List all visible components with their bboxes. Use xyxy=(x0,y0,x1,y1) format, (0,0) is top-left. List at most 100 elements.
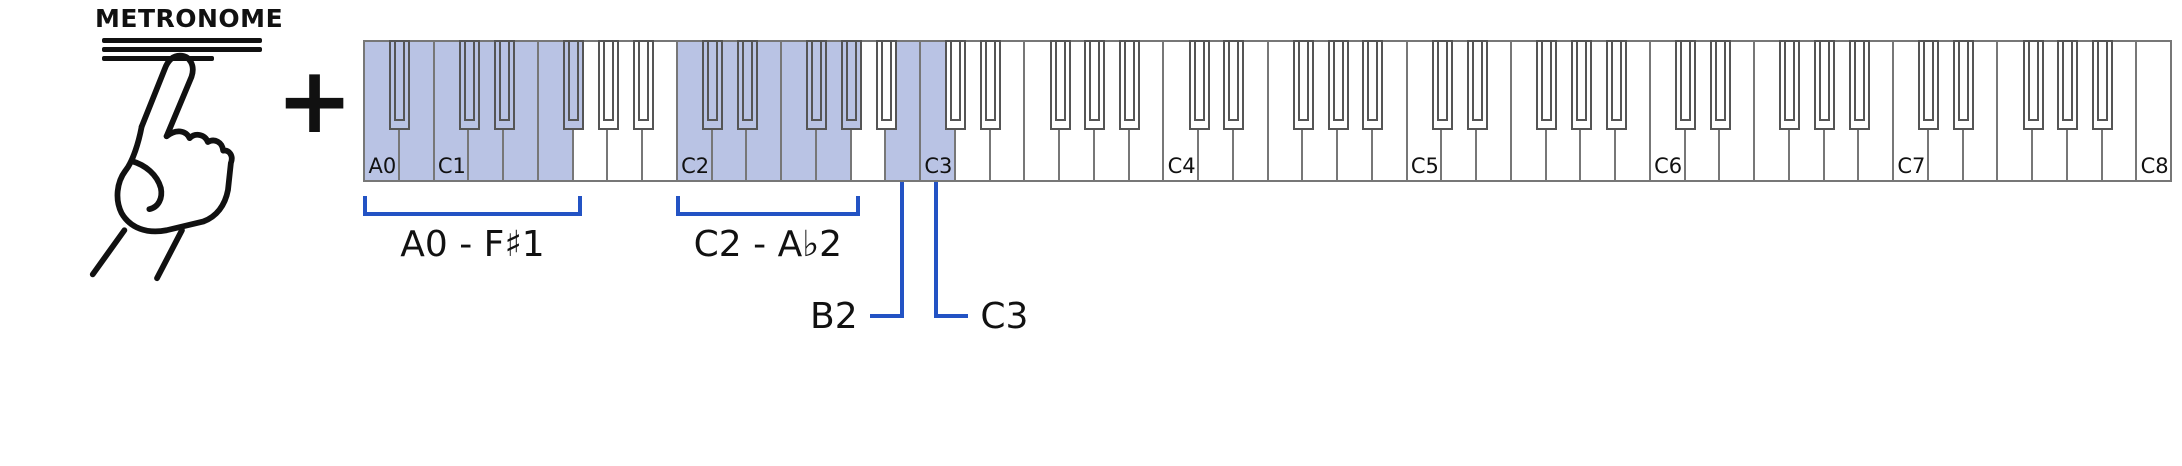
key-label-C3: C3 xyxy=(924,154,953,178)
plus-sign: + xyxy=(276,47,354,154)
black-key-D#3 xyxy=(980,40,1001,130)
black-key-F#1 xyxy=(563,40,584,130)
black-key-C#6 xyxy=(1675,40,1696,130)
black-key-G#4 xyxy=(1327,40,1349,130)
metronome-button-label: METRONOME xyxy=(95,4,284,33)
key-label-C1: C1 xyxy=(437,154,466,178)
black-key-inner xyxy=(637,40,649,121)
key-label-C7: C7 xyxy=(1897,154,1926,178)
black-key-G#5 xyxy=(1570,40,1592,130)
key-label-C4: C4 xyxy=(1167,154,1196,178)
black-key-D#1 xyxy=(493,40,515,130)
black-key-F#5 xyxy=(1536,40,1557,130)
black-key-C#1 xyxy=(458,40,480,130)
black-key-inner xyxy=(2062,40,2074,121)
black-key-F#6 xyxy=(1779,40,1801,130)
callout-connector xyxy=(869,314,900,318)
black-key-inner xyxy=(1367,40,1379,121)
black-key-F#7 xyxy=(2022,40,2044,130)
black-key-C#5 xyxy=(1431,40,1453,130)
white-key-C8 xyxy=(2137,40,2172,182)
black-key-G#7 xyxy=(2057,40,2079,130)
black-key-inner xyxy=(1193,40,1205,121)
key-label-A0: A0 xyxy=(368,154,397,178)
black-key-C#4 xyxy=(1188,40,1210,130)
metronome-button-bar xyxy=(102,47,262,52)
callout-line-B2 xyxy=(899,182,904,318)
black-key-A#5 xyxy=(1605,40,1627,130)
black-key-inner xyxy=(1471,40,1483,121)
hand-thumb xyxy=(129,158,165,213)
black-key-inner xyxy=(846,40,857,121)
metronome-button-bar xyxy=(102,56,214,61)
key-label-C2: C2 xyxy=(681,154,710,178)
black-key-inner xyxy=(394,40,406,121)
black-key-G#6 xyxy=(1814,40,1835,130)
black-key-A#0 xyxy=(389,40,411,130)
key-label-C5: C5 xyxy=(1410,154,1439,178)
black-key-inner xyxy=(1332,40,1344,121)
black-key-A#6 xyxy=(1848,40,1870,130)
black-key-F#3 xyxy=(1049,40,1071,130)
black-key-F#2 xyxy=(806,40,828,130)
black-key-inner xyxy=(880,40,892,121)
range-label: C2 - A♭2 xyxy=(693,224,843,265)
callout-connector xyxy=(938,314,969,318)
black-key-G#3 xyxy=(1084,40,1106,130)
black-key-inner xyxy=(1784,40,1796,121)
black-key-inner xyxy=(1089,40,1101,121)
black-key-C#2 xyxy=(702,40,723,130)
black-key-inner xyxy=(1054,40,1066,121)
callout-label: B2 xyxy=(810,296,858,337)
black-key-inner xyxy=(1958,40,1969,121)
black-key-inner xyxy=(707,40,718,121)
black-key-inner xyxy=(1610,40,1622,121)
black-key-G#2 xyxy=(841,40,862,130)
black-key-G#1 xyxy=(597,40,619,130)
black-key-A#7 xyxy=(2092,40,2113,130)
black-key-inner xyxy=(1853,40,1865,121)
black-key-inner xyxy=(950,40,962,121)
black-key-inner xyxy=(1436,40,1448,121)
black-key-A#4 xyxy=(1362,40,1384,130)
black-key-inner xyxy=(741,40,753,121)
range-bracket xyxy=(675,196,860,216)
black-key-D#6 xyxy=(1709,40,1731,130)
hand-fist-outline xyxy=(114,123,235,235)
black-key-D#2 xyxy=(736,40,758,130)
black-key-inner xyxy=(985,40,996,121)
black-key-inner xyxy=(1228,40,1240,121)
black-key-D#4 xyxy=(1223,40,1245,130)
key-label-C6: C6 xyxy=(1654,154,1683,178)
hand-wrist-line xyxy=(154,227,185,282)
black-key-A#2 xyxy=(875,40,897,130)
key-label-C8: C8 xyxy=(2140,154,2169,178)
black-key-F#4 xyxy=(1292,40,1314,130)
black-key-inner xyxy=(1297,40,1309,121)
hand-wrist-line xyxy=(89,227,128,278)
black-key-A#1 xyxy=(632,40,654,130)
black-key-inner xyxy=(602,40,614,121)
black-key-inner xyxy=(811,40,823,121)
metronome-button-bar xyxy=(102,38,262,43)
black-key-inner xyxy=(1124,40,1135,121)
black-key-inner xyxy=(2097,40,2108,121)
range-bracket xyxy=(363,196,582,216)
black-key-inner xyxy=(568,40,579,121)
black-key-inner xyxy=(498,40,510,121)
black-key-inner xyxy=(1819,40,1830,121)
black-key-inner xyxy=(2027,40,2039,121)
black-key-inner xyxy=(463,40,475,121)
black-key-D#5 xyxy=(1466,40,1488,130)
hand-index-finger xyxy=(138,52,196,140)
callout-label: C3 xyxy=(980,296,1029,337)
piano-keyboard: A0 C1 C2 C3 C4 C5 C6 C7 C8 xyxy=(363,40,2172,182)
black-key-inner xyxy=(1714,40,1726,121)
black-key-A#3 xyxy=(1119,40,1140,130)
black-key-D#7 xyxy=(1953,40,1974,130)
range-label: A0 - F♯1 xyxy=(400,224,545,265)
pointing-hand-icon xyxy=(89,52,235,282)
black-key-inner xyxy=(1575,40,1587,121)
black-key-inner xyxy=(1923,40,1935,121)
